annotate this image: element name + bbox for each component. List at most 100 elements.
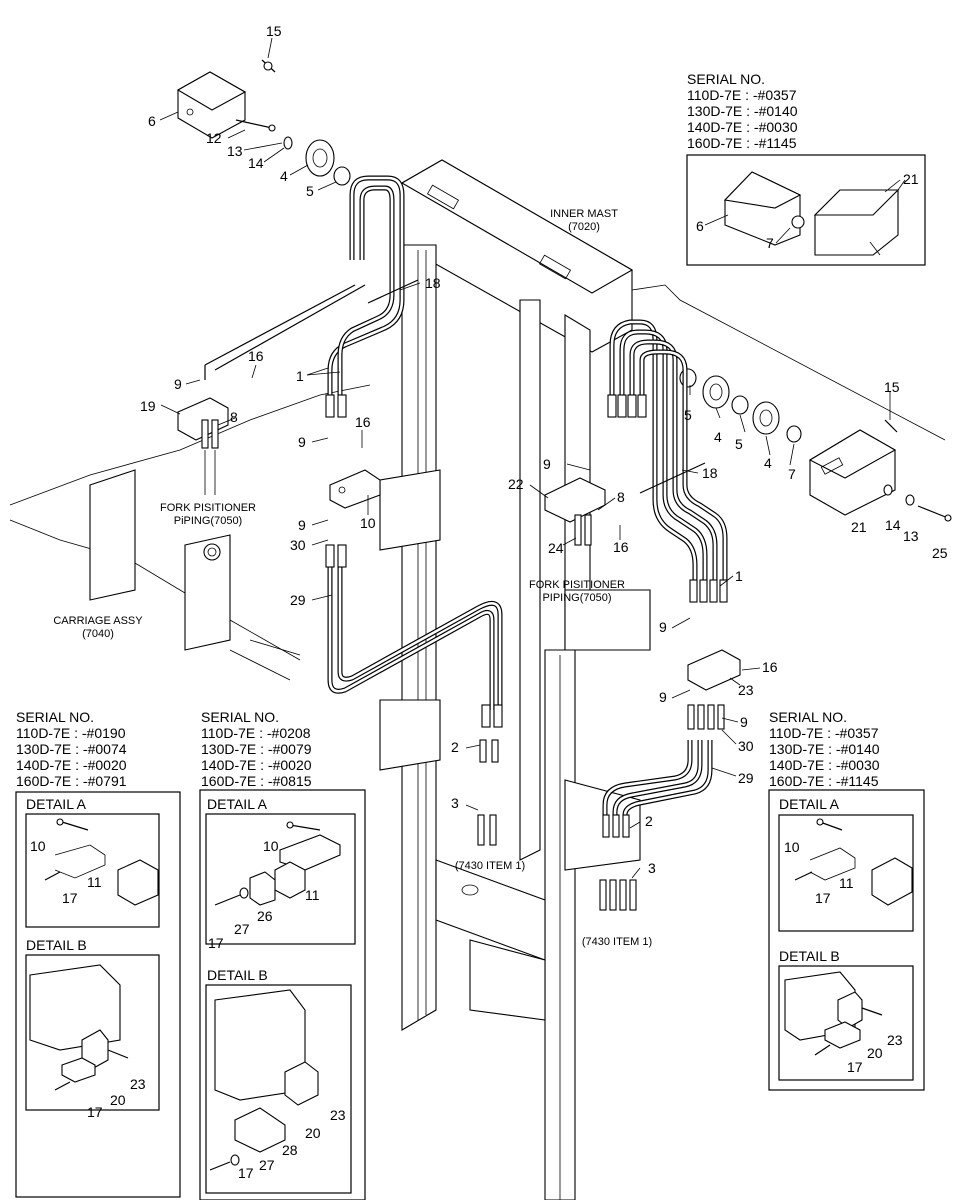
callout-21: 21: [851, 519, 867, 535]
detail-a-title-right: DETAIL A: [779, 796, 840, 812]
callout-23: 23: [887, 1032, 903, 1048]
fork-positioner-right-label: FORK PISITIONER: [529, 579, 625, 591]
detail-a-title-middle: DETAIL A: [207, 796, 268, 812]
callout-22: 22: [508, 476, 524, 492]
callout-29: 29: [738, 770, 754, 786]
callout-9: 9: [298, 434, 306, 450]
top-right-serial-text: SERIAL NO. 110D-7E : -#0357 130D-7E : -#…: [687, 71, 798, 151]
serial-line: 130D-7E : -#0140: [687, 103, 798, 119]
serial-line: 160D-7E : -#0815: [201, 773, 312, 789]
serial-line: 130D-7E : -#0074: [16, 741, 127, 757]
part-callouts: 15 6 12 13 14 4 5 6 7 21 18 1 16 9 19 8 …: [30, 23, 948, 1181]
callout-25: 25: [932, 545, 948, 561]
callout-19: 19: [140, 398, 156, 414]
callout-9: 9: [740, 714, 748, 730]
serial-title-middle: SERIAL NO.: [201, 709, 279, 725]
fork-positioner-left-label: FORK PISITIONER: [160, 502, 256, 514]
callout-2: 2: [451, 739, 459, 755]
detail-right: [768, 789, 925, 1091]
callout-17: 17: [238, 1165, 254, 1181]
callout-15: 15: [266, 23, 282, 39]
callout-17: 17: [208, 935, 224, 951]
detail-a-title-left: DETAIL A: [26, 796, 87, 812]
callout-14: 14: [248, 155, 264, 171]
serial-title-top-right: SERIAL NO.: [687, 71, 765, 87]
serial-line: 140D-7E : -#0020: [201, 757, 312, 773]
callout-17: 17: [847, 1059, 863, 1075]
leader-lines: [159, 37, 901, 879]
detail-b-title-left: DETAIL B: [26, 937, 87, 953]
serial-line: 130D-7E : -#0140: [769, 741, 880, 757]
callout-17: 17: [62, 890, 78, 906]
callout-16: 16: [355, 414, 371, 430]
fork-piping-right-label: PIPING(7050): [542, 592, 611, 604]
serial-line: 110D-7E : -#0357: [687, 87, 797, 103]
callout-27: 27: [259, 1157, 275, 1173]
callout-13: 13: [227, 143, 243, 159]
callout-4: 4: [280, 168, 288, 184]
callout-10: 10: [360, 515, 376, 531]
callout-20: 20: [867, 1045, 883, 1061]
diagram-labels: INNER MAST (7020) FORK PISITIONER PiPING…: [53, 208, 652, 948]
callout-23: 23: [738, 682, 754, 698]
callout-5: 5: [684, 407, 692, 423]
fork-piping-left-label: PiPING(7050): [174, 515, 242, 527]
callout-9: 9: [174, 376, 182, 392]
serial-line: 110D-7E : -#0357: [769, 725, 879, 741]
carriage-assy-label: CARRIAGE ASSY: [53, 615, 143, 627]
callout-16: 16: [613, 539, 629, 555]
detail-b-title-middle: DETAIL B: [207, 967, 268, 983]
serial-line: 160D-7E : -#1145: [687, 135, 797, 151]
callout-13: 13: [903, 528, 919, 544]
callout-9: 9: [298, 517, 306, 533]
hose-group-right: [477, 319, 741, 911]
callout-14: 14: [885, 517, 901, 533]
carriage-assy-code: (7040): [82, 628, 114, 640]
callout-11: 11: [839, 875, 854, 891]
serial-line: 140D-7E : -#0030: [769, 757, 880, 773]
callout-6: 6: [148, 113, 156, 129]
serial-line: 110D-7E : -#0190: [16, 725, 126, 741]
detail-left: [15, 791, 181, 1198]
serial-line: 140D-7E : -#0030: [687, 119, 798, 135]
detail-b-title-right: DETAIL B: [779, 948, 840, 964]
top-right-serial-box: [686, 154, 926, 266]
callout-18: 18: [425, 275, 441, 291]
callout-7: 7: [766, 235, 774, 251]
serial-line: 130D-7E : -#0079: [201, 741, 312, 757]
callout-9: 9: [543, 456, 551, 472]
callout-18: 18: [702, 465, 718, 481]
callout-1: 1: [735, 568, 743, 584]
hose-group-left: [177, 175, 503, 728]
callout-17: 17: [87, 1104, 103, 1120]
callout-4: 4: [714, 429, 722, 445]
top-left-pulley-bracket: [176, 59, 351, 186]
callout-10: 10: [263, 838, 279, 854]
callout-17: 17: [815, 890, 831, 906]
callout-30: 30: [290, 537, 306, 553]
callout-24: 24: [548, 540, 564, 556]
inner-mast-code: (7020): [568, 221, 600, 233]
inner-mast: [379, 159, 651, 1200]
callout-16: 16: [762, 659, 778, 675]
callout-26: 26: [257, 908, 273, 924]
callout-8: 8: [230, 409, 238, 425]
serial-line: 160D-7E : -#1145: [769, 773, 879, 789]
callout-21: 21: [903, 171, 919, 187]
left-serial-text: SERIAL NO. 110D-7E : -#0190 130D-7E : -#…: [16, 709, 127, 789]
serial-title-left: SERIAL NO.: [16, 709, 94, 725]
callout-9: 9: [659, 689, 667, 705]
callout-1: 1: [296, 368, 304, 384]
callout-16: 16: [248, 348, 264, 364]
item-ref-right: (7430 ITEM 1): [582, 936, 652, 948]
callout-23: 23: [130, 1076, 146, 1092]
inner-mast-label: INNER MAST: [550, 208, 618, 220]
callout-6: 6: [696, 218, 704, 234]
callout-5: 5: [735, 436, 743, 452]
callout-2: 2: [645, 813, 653, 829]
callout-3: 3: [451, 795, 459, 811]
callout-28: 28: [282, 1142, 298, 1158]
callout-8: 8: [617, 489, 625, 505]
callout-20: 20: [305, 1125, 321, 1141]
